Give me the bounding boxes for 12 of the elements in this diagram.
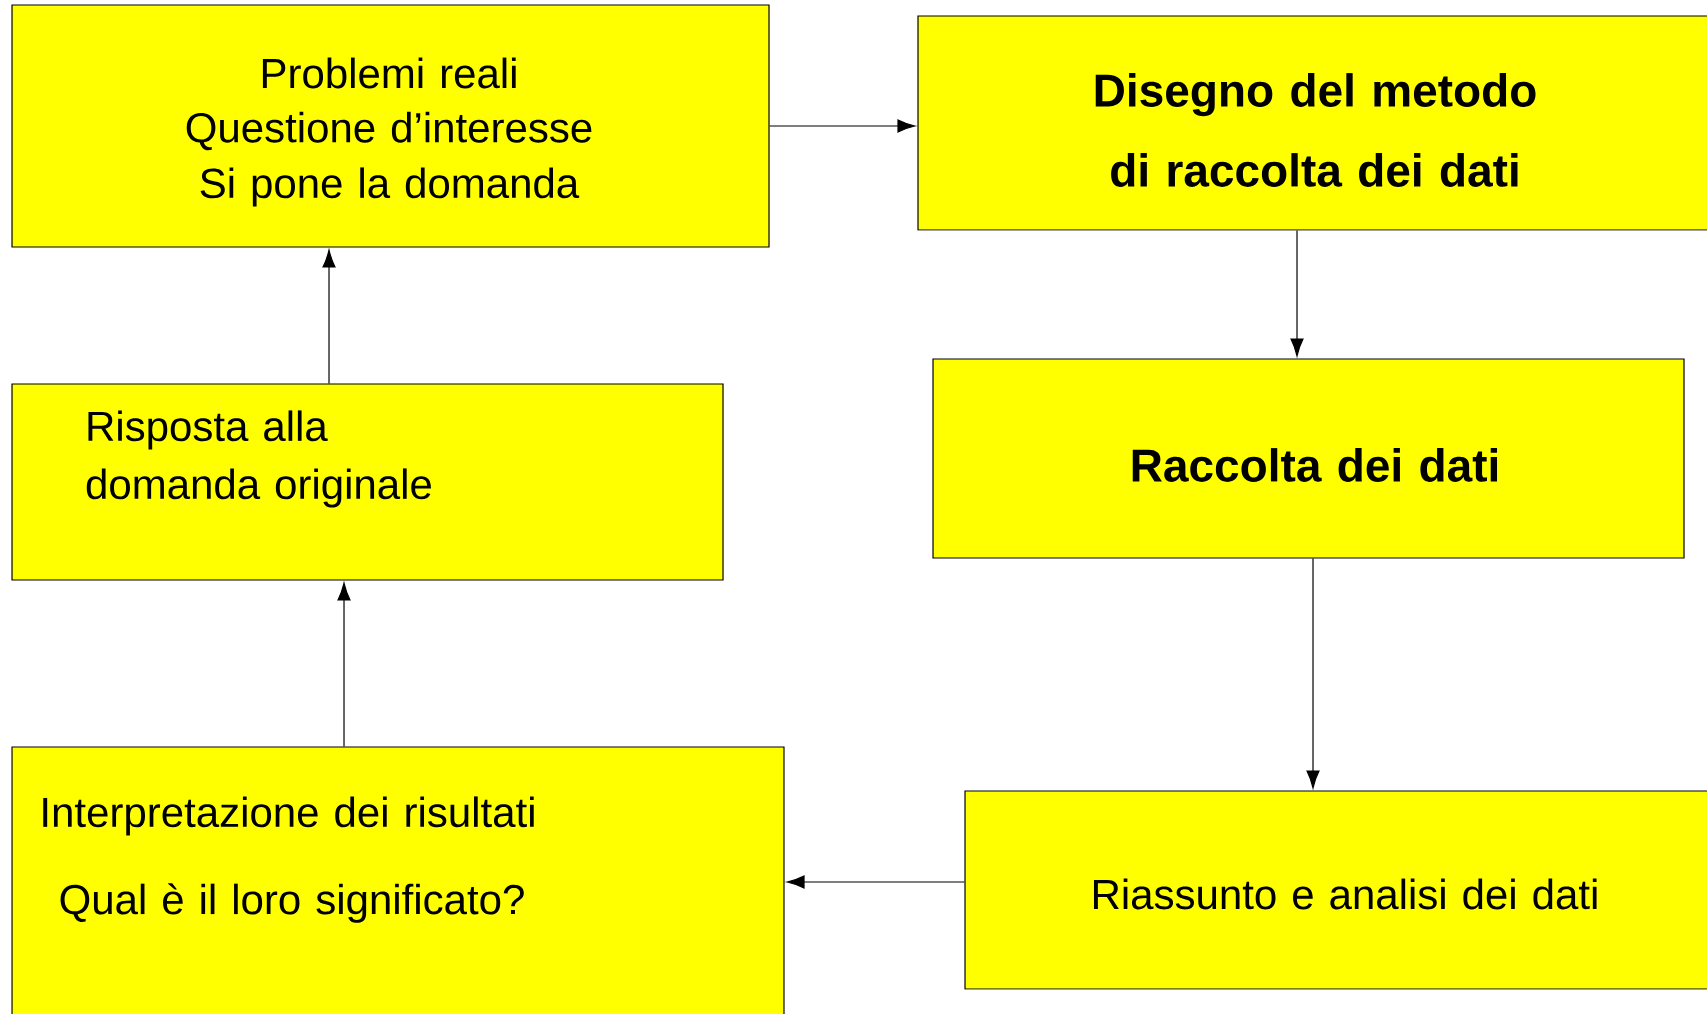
process-box: Problemi reali Questione d’interesse Si pone la domanda: [11, 4, 770, 248]
process-box: Riassunto e analisi dei dati: [964, 790, 1707, 990]
arrow: [786, 875, 965, 889]
arrow: [322, 249, 336, 384]
arrow: [769, 119, 916, 133]
arrow: [1306, 558, 1320, 789]
process-box: Interpretazione dei risultati Qual è il loro significato?: [11, 746, 785, 1014]
arrow: [1290, 230, 1304, 357]
process-box: Raccolta dei dati: [932, 358, 1685, 559]
process-box: Disegno del metodo di raccolta dei dati: [917, 15, 1707, 231]
process-box: Risposta alla domanda originale: [11, 383, 724, 581]
arrow: [337, 582, 351, 747]
